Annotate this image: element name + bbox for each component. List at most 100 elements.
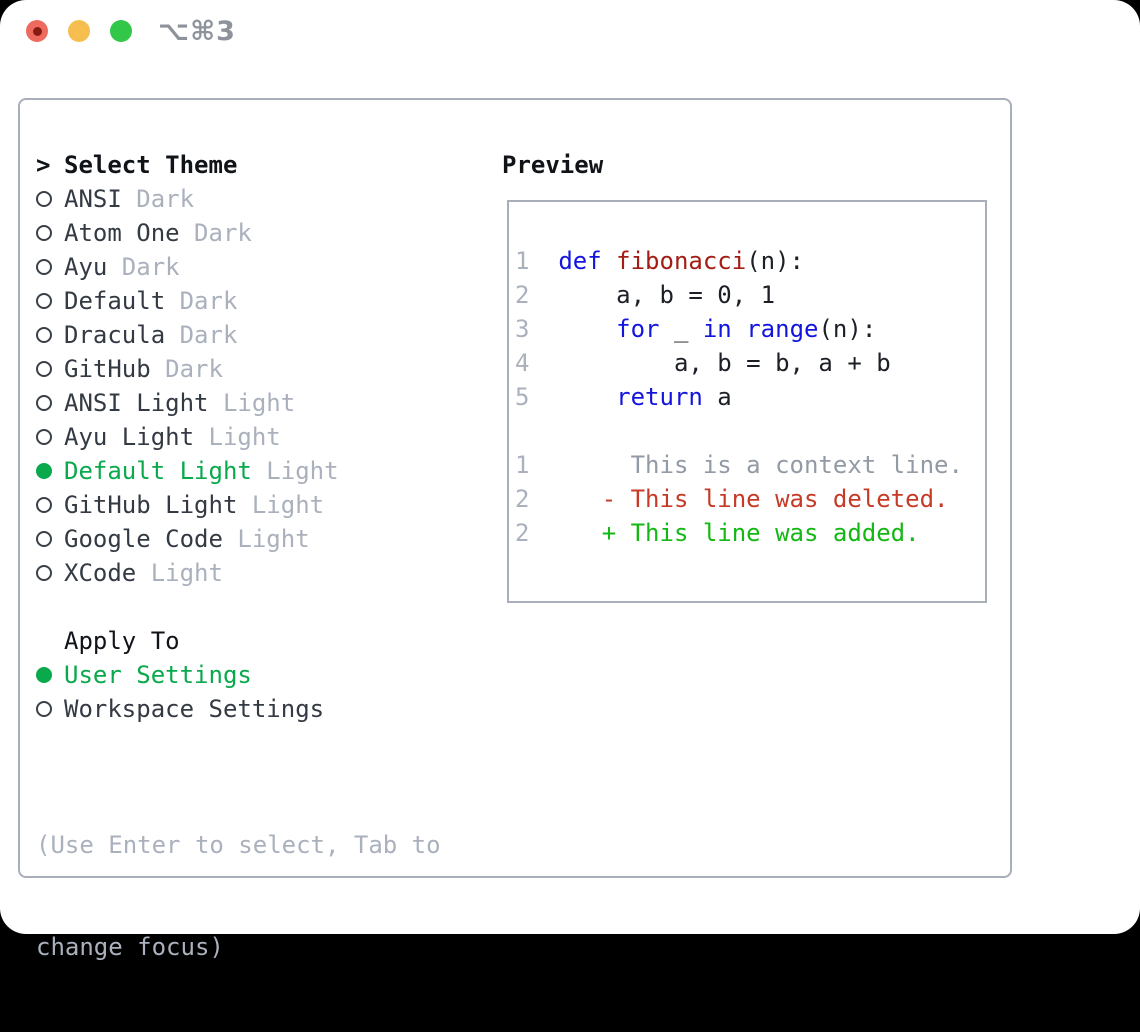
theme-option[interactable]: XCode Light	[36, 556, 339, 590]
theme-option[interactable]: ANSI Light Light	[36, 386, 339, 420]
radio-icon	[36, 191, 52, 207]
preview-code-line: 4 a, b = b, a + b	[515, 346, 979, 380]
help-line-1: (Use Enter to select, Tab to	[36, 831, 441, 859]
theme-option-label: Default Light	[64, 457, 267, 485]
line-number: 3	[515, 315, 530, 343]
radio-icon	[36, 701, 52, 717]
theme-option[interactable]: Atom One Dark	[36, 216, 339, 250]
code-segment-d: (n):	[818, 315, 877, 343]
theme-option[interactable]: Google Code Light	[36, 522, 339, 556]
radio-icon	[36, 429, 52, 445]
theme-option[interactable]: Default Dark	[36, 284, 339, 318]
code-segment-kw: range	[746, 315, 819, 343]
theme-option[interactable]: Default Light Light	[36, 454, 339, 488]
code-segment-d	[732, 315, 746, 343]
radio-icon	[36, 565, 52, 581]
theme-option-tag: Light	[251, 491, 325, 519]
code-segment-d: a	[702, 383, 732, 411]
code-text: a, b = 0, 1	[558, 278, 775, 312]
theme-option-tag: Dark	[179, 287, 238, 315]
titlebar: ⌥⌘3	[0, 0, 1140, 62]
close-button[interactable]	[26, 20, 48, 42]
theme-option-tag: Dark	[179, 321, 238, 349]
code-segment-kw: def	[558, 247, 602, 275]
theme-option[interactable]: Dracula Dark	[36, 318, 339, 352]
theme-option-tag: Dark	[165, 355, 223, 383]
code-segment-kw: in	[702, 315, 732, 343]
theme-option-tag: Dark	[121, 253, 180, 281]
code-text: for _ in range(n):	[558, 312, 876, 346]
preview-pane: 1 def fibonacci(n): 2 a, b = 0, 1 3 for …	[507, 200, 987, 603]
theme-option-tag: Light	[222, 389, 296, 417]
theme-option-label: Default	[64, 287, 180, 315]
help-line-2: change focus)	[36, 933, 224, 961]
code-segment-d: _	[659, 315, 703, 343]
radio-icon	[36, 225, 52, 241]
apply-to-option[interactable]: User Settings	[36, 658, 339, 692]
theme-option[interactable]: GitHub Dark	[36, 352, 339, 386]
line-number: 5	[515, 383, 530, 411]
line-number: 4	[515, 349, 530, 377]
diff-line-added: + This line was added.	[558, 519, 920, 547]
apply-to-option-label: User Settings	[64, 661, 252, 689]
preview-code-line: 1 def fibonacci(n):	[515, 244, 979, 278]
code-segment-d	[558, 315, 616, 343]
code-segment-d	[602, 247, 616, 275]
traffic-lights	[26, 20, 132, 42]
preview-title: Preview	[502, 151, 604, 179]
theme-option-label: GitHub Light	[64, 491, 252, 519]
theme-list: > Select Theme ANSI Dark Atom One Dark A…	[36, 148, 339, 726]
code-text: def fibonacci(n):	[558, 244, 804, 278]
code-segment-fn: fibonacci	[616, 247, 747, 275]
line-number: 1	[515, 451, 530, 479]
diff-line-context: This is a context line.	[558, 451, 963, 479]
code-segment-d: a, b = 0, 1	[558, 281, 776, 309]
radio-icon	[36, 361, 52, 377]
theme-option-label: Atom One	[64, 219, 195, 247]
radio-icon	[36, 395, 52, 411]
preview-code-line: 3 for _ in range(n):	[515, 312, 979, 346]
window-title: ⌥⌘3	[158, 15, 236, 47]
minimize-button[interactable]	[68, 20, 90, 42]
theme-option-label: Ayu	[64, 253, 122, 281]
unsaved-dot-icon	[32, 26, 42, 36]
theme-option-tag: Light	[208, 423, 281, 451]
apply-to-option[interactable]: Workspace Settings	[36, 692, 339, 726]
preview-diff-line: 2 + This line was added.	[515, 516, 979, 550]
theme-option[interactable]: Ayu Light Light	[36, 420, 339, 454]
radio-icon	[36, 327, 52, 343]
select-theme-header: > Select Theme	[36, 148, 339, 182]
zoom-button[interactable]	[110, 20, 132, 42]
radio-icon	[36, 667, 52, 683]
theme-option-label: ANSI Light	[64, 389, 223, 417]
select-theme-title: Select Theme	[64, 151, 238, 179]
line-number: 1	[515, 247, 530, 275]
app-window: ⌥⌘3 > Select Theme ANSI Dark Atom One Da…	[0, 0, 1140, 961]
code-segment-kw: for	[616, 315, 660, 343]
line-number: 2	[515, 281, 530, 309]
theme-option[interactable]: Ayu Dark	[36, 250, 339, 284]
theme-option-label: Ayu Light	[64, 423, 209, 451]
line-number: 2	[515, 485, 530, 513]
code-segment-d: (n):	[746, 247, 804, 275]
apply-to-header: Apply To	[36, 624, 339, 658]
theme-option-label: ANSI	[64, 185, 137, 213]
code-segment-d: a, b = b, a + b	[558, 349, 891, 377]
theme-option-tag: Light	[266, 457, 339, 485]
code-text: return a	[558, 380, 732, 414]
radio-icon	[36, 293, 52, 309]
apply-to-option-label: Workspace Settings	[64, 695, 325, 723]
code-segment-kw: return	[616, 383, 703, 411]
theme-option-tag: Dark	[194, 219, 252, 247]
theme-option-label: Google Code	[64, 525, 238, 553]
theme-picker-panel: > Select Theme ANSI Dark Atom One Dark A…	[18, 98, 1012, 961]
theme-option[interactable]: ANSI Dark	[36, 182, 339, 216]
theme-option-tag: Dark	[136, 185, 195, 213]
radio-icon	[36, 259, 52, 275]
radio-icon	[36, 497, 52, 513]
radio-icon	[36, 531, 52, 547]
diff-line-deleted: - This line was deleted.	[558, 485, 949, 513]
theme-option[interactable]: GitHub Light Light	[36, 488, 339, 522]
theme-option-tag: Light	[150, 559, 223, 587]
radio-icon	[36, 463, 52, 479]
